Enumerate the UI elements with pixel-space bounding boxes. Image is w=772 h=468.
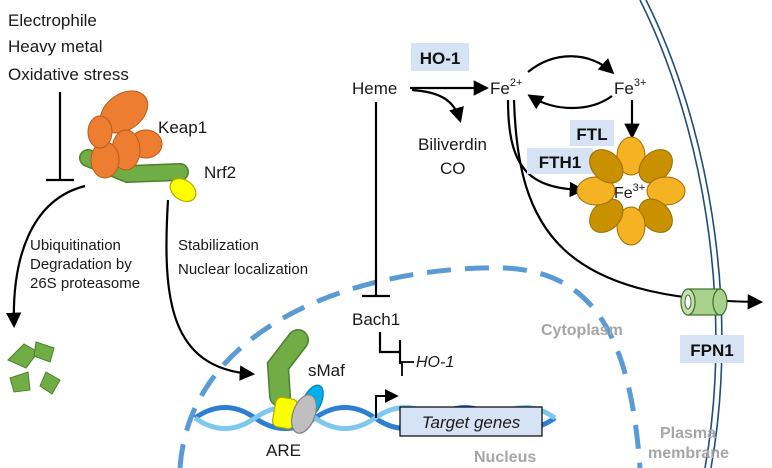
stimulus-oxidative-stress: Oxidative stress xyxy=(8,65,129,84)
biliverdin-label: Biliverdin xyxy=(418,135,487,154)
ho1-enzyme-box xyxy=(411,43,469,71)
smaf-label: sMaf xyxy=(308,361,345,380)
degradation-arrow xyxy=(5,184,86,329)
nrf2-smaf-heterodimer xyxy=(266,329,324,434)
ho1-enzyme-label: HO-1 xyxy=(420,49,461,68)
ferritin-subunit xyxy=(616,206,646,246)
target-genes-box xyxy=(399,406,543,437)
stabilization-line-1: Stabilization xyxy=(178,237,259,254)
ferritin-cage xyxy=(576,136,686,246)
fpn1-box xyxy=(680,335,744,363)
ferritin-subunit xyxy=(589,149,624,184)
bach1-inhibit-ho1 xyxy=(378,332,402,364)
are-label: ARE xyxy=(266,441,301,460)
degraded-fragments xyxy=(7,341,61,395)
heme-label: Heme xyxy=(352,79,397,98)
fe2-export-arrow xyxy=(512,99,764,310)
target-genes-label: Target genes xyxy=(422,413,521,432)
degradation-line-3: 26S proteasome xyxy=(30,275,140,292)
ferritin-subunit xyxy=(646,176,686,206)
stimulus-electrophile: Electrophile xyxy=(8,11,97,30)
degradation-line-1: Ubiquitination xyxy=(30,237,121,254)
stimulus-heavy-metal: Heavy metal xyxy=(8,37,102,56)
ftl-label: FTL xyxy=(576,125,607,144)
fth1-label: FTH1 xyxy=(539,153,582,172)
ho1-gene-tss xyxy=(401,361,414,376)
target-genes-tss xyxy=(375,389,399,418)
fpn1-label: FPN1 xyxy=(690,341,733,360)
nucleus-label: Nucleus xyxy=(474,449,536,466)
plasma-membrane xyxy=(639,0,723,468)
degradation-line-2: Degradation by xyxy=(30,256,132,273)
ferritin-subunit xyxy=(576,176,616,206)
plasma-membrane-label-2: membrane xyxy=(648,445,729,462)
ferritin-subunit xyxy=(638,149,673,184)
fe2-label: Fe2+ xyxy=(490,77,522,98)
ferritin-subunit xyxy=(589,198,624,233)
heme-to-biliverdin-arrow xyxy=(411,88,464,123)
keap1-label: Keap1 xyxy=(158,118,207,137)
fe3-label: Fe3+ xyxy=(614,77,646,98)
fpn1-transporter xyxy=(680,288,728,316)
ferritin-fe3-label: Fe3+ xyxy=(614,182,645,202)
ferritin-subunit xyxy=(616,136,646,176)
fe3-to-fe2-arrow xyxy=(527,94,613,110)
fth1-box xyxy=(527,148,593,174)
nrf2-label: Nrf2 xyxy=(204,163,236,182)
stimuli-inhibit-keap1 xyxy=(46,92,74,182)
ftl-box xyxy=(570,120,614,146)
ferritin-subunit xyxy=(638,198,673,233)
fe2-to-ferritin-arrow xyxy=(506,99,586,198)
keap1-nrf2-complex xyxy=(79,90,197,203)
plasma-membrane-label-1: Plasma xyxy=(660,425,716,442)
nucleus-envelope xyxy=(177,265,643,468)
nuclear-translocation-arrow xyxy=(165,199,256,381)
heme-inhibit-bach1 xyxy=(362,102,390,298)
cytoplasm-label: Cytoplasm xyxy=(541,322,623,339)
bach1-label: Bach1 xyxy=(352,310,400,329)
fe2-to-fe3-arrow xyxy=(527,55,615,75)
co-label: CO xyxy=(440,159,466,178)
stabilization-line-2: Nuclear localization xyxy=(178,261,308,278)
ho1-gene-label: HO-1 xyxy=(416,354,454,371)
